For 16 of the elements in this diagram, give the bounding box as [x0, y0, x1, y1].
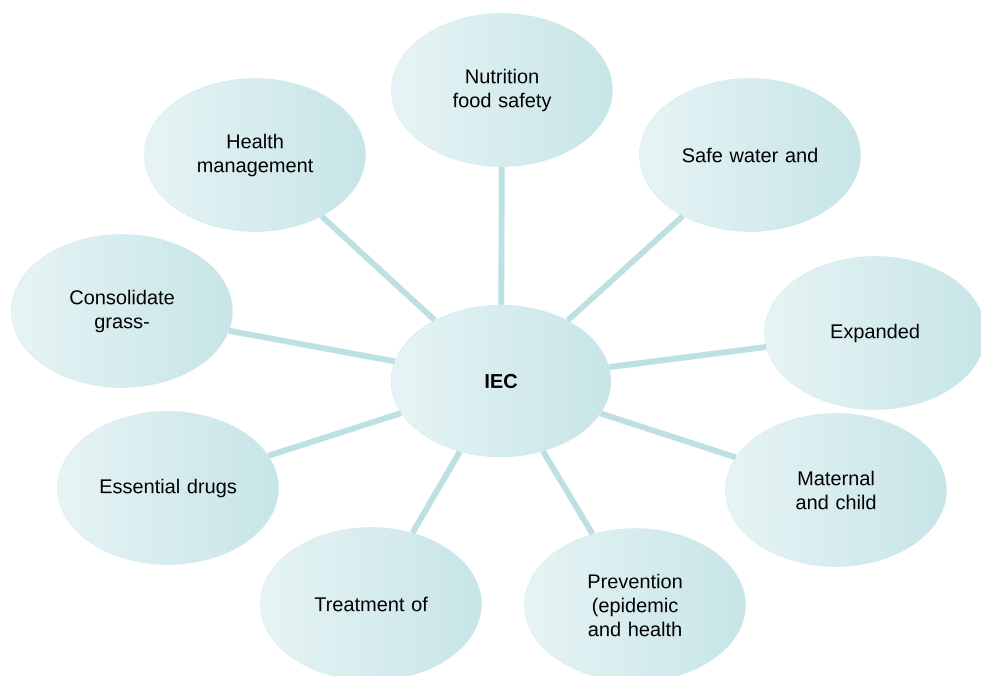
ellipse-node: Health management	[144, 78, 366, 232]
ellipse-node: Consolidate grass-	[11, 234, 233, 388]
ellipse-node: IEC	[390, 304, 612, 458]
connector-line	[268, 410, 402, 459]
connector-line	[600, 410, 737, 460]
connector-line	[566, 214, 685, 323]
ellipse-node: Safe water and	[639, 78, 861, 232]
ellipse-node: Essential drugs	[57, 411, 279, 565]
connector-line	[320, 214, 437, 322]
ellipse-node: Maternal and child	[725, 413, 947, 567]
connector-line	[228, 328, 396, 364]
connector-line	[498, 166, 505, 305]
connector-line	[540, 450, 596, 536]
connector-line	[608, 344, 766, 370]
ellipse-node: Nutrition food safety	[391, 13, 613, 167]
connector-line	[410, 450, 462, 534]
